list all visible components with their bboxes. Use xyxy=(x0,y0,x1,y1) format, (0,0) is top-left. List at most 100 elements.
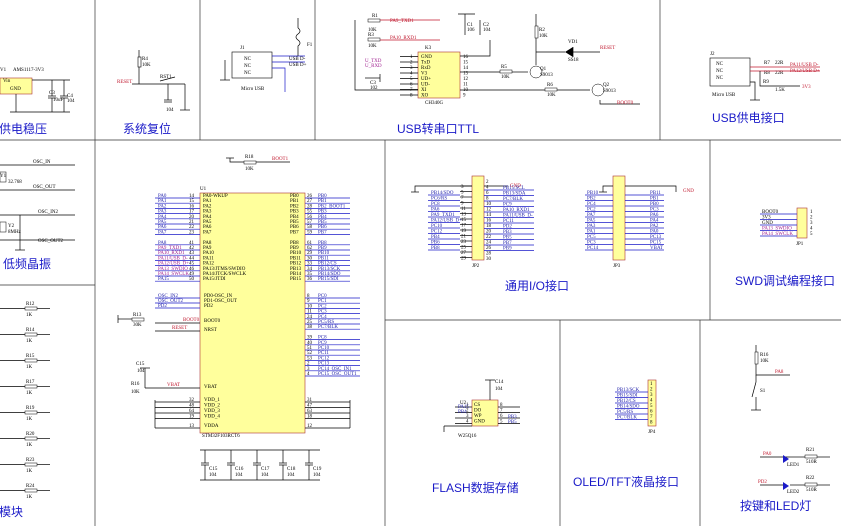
cap-value-2: 104 xyxy=(261,473,269,478)
module-res-5: R20 xyxy=(26,432,35,437)
regulator-gnd: GND xyxy=(10,87,21,92)
ch340-pin-5: UD- xyxy=(421,83,430,88)
mcu-lpin-12: PA11 xyxy=(203,256,214,261)
r5-label: R5 xyxy=(501,65,507,70)
mcu-lnum-4: 20 xyxy=(189,215,195,220)
jp2-lnum-4: 11 xyxy=(461,207,466,212)
mcu-pcnum-8: 39 xyxy=(307,336,313,341)
module-resistor-0 xyxy=(24,306,38,311)
boot1-net: BOOT1 xyxy=(272,157,289,162)
mcu-lnet-3: PA3 xyxy=(158,210,167,215)
s1-label: S1 xyxy=(760,389,766,394)
cap-label-1: C16 xyxy=(235,467,244,472)
swd-num-2: 3 xyxy=(810,221,813,226)
jp2-gnd: GND xyxy=(510,184,521,189)
module-resistor-4 xyxy=(24,410,38,415)
u-rxd-net: U_RXD xyxy=(365,64,382,69)
jp2-lnet-3: PA6 xyxy=(431,208,440,213)
mcu-pcnet-1: PC1 xyxy=(318,299,327,304)
mcu-vssnum-1: 47 xyxy=(307,404,313,409)
key-r16-label: R16 xyxy=(760,353,769,358)
ch340-pin-rnum-5: 11 xyxy=(463,83,468,88)
y1-label: Y1 xyxy=(0,174,7,179)
flash-lnet-0: PA15 xyxy=(458,405,469,410)
mcu-rnet-2: PB2_BOOT1 xyxy=(318,204,346,209)
mcu-rpin-15: PB14 xyxy=(290,272,302,277)
jp2-rnum-3: 8 xyxy=(486,197,489,202)
mcu-rnum-6: 58 xyxy=(307,225,313,230)
mcu-pcnet-5: PC5/RS xyxy=(318,320,334,325)
module-res-val-7: 1K xyxy=(26,495,33,500)
mcu-rnet-14: PB13/SCK xyxy=(318,267,341,272)
usb2-3v3-net: 3V3 xyxy=(802,85,811,90)
mcu-chip xyxy=(199,192,306,434)
mcu-rnum-14: 34 xyxy=(307,267,313,272)
swd-net-3: PA13_SWDIO xyxy=(762,227,792,232)
r4-resistor xyxy=(137,56,142,68)
mcu-pcnum-13: 2 xyxy=(307,362,310,367)
mcu-rpin-4: PB4 xyxy=(290,215,299,220)
c15-value: 104 xyxy=(137,369,145,374)
switch-s1[interactable] xyxy=(751,381,757,398)
usb2-connector xyxy=(709,57,751,87)
r9-value: 1.5K xyxy=(775,88,785,93)
mcu-vdd-0: VDD_1 xyxy=(204,398,220,403)
mcu-lnet-11: PA10_RXD1 xyxy=(158,251,185,256)
usb1-dp: USB D+ xyxy=(289,63,307,68)
usb2-name: Micro USB xyxy=(712,93,736,98)
ch340-pin-7: XO xyxy=(421,94,429,99)
mcu-lnet-12: PA11/USB_D- xyxy=(158,256,188,261)
c2-label: C2 xyxy=(483,23,489,28)
ch340-c3-value: 102 xyxy=(370,86,378,91)
reset-cap-value: 104 xyxy=(166,108,174,113)
usb2-ref: J2 xyxy=(710,52,715,57)
mcu-name: STM32F103RCT6 xyxy=(202,434,240,439)
swd-ref: JP1 xyxy=(796,242,804,247)
mcu-lpin-7: PA7 xyxy=(203,230,212,235)
mcu-lpin-16: PA15/JTDI xyxy=(203,277,226,282)
mcu-rnum-3: 55 xyxy=(307,210,313,215)
ch340-pin-4: UD+ xyxy=(421,77,431,82)
swd-num-1: 2 xyxy=(810,216,813,221)
mcu-rpin-7: PB7 xyxy=(290,230,299,235)
flash-name: W25Q16 xyxy=(458,434,477,439)
u-txd-net: U_TXD xyxy=(365,59,382,64)
vd1-label: VD1 xyxy=(568,40,578,45)
ch340-pin-3: V3 xyxy=(421,72,428,77)
mcu-nrst-pin: NRST xyxy=(204,328,217,333)
ch340-pin-1: TxD xyxy=(421,61,431,66)
reset-net-label: RESET xyxy=(117,80,132,85)
mcu-pcnet-4: PC4 xyxy=(318,315,327,320)
oled-num-6: 7 xyxy=(650,415,653,420)
mcu-lnet-9: PA8 xyxy=(158,241,167,246)
cap-label-4: C19 xyxy=(313,467,322,472)
r6-label: R6 xyxy=(547,83,553,88)
cap-value-0: 104 xyxy=(209,473,217,478)
mcu-pcnum-2: 10 xyxy=(307,304,313,309)
oled-net-2: PB12/CS xyxy=(617,399,636,404)
mcu-pcnum-5: 25 xyxy=(307,320,313,325)
mcu-rnet-3: PB3 xyxy=(318,210,327,215)
mcu-rnum-4: 56 xyxy=(307,215,313,220)
mcu-ref: U1 xyxy=(200,187,207,192)
mcu-rnet-9: PB8 xyxy=(318,241,327,246)
mcu-pcnet-12: PC12 xyxy=(318,356,330,361)
mcu-rnet-12: PB11 xyxy=(318,256,329,261)
mcu-lpin-2: PA2 xyxy=(203,204,212,209)
jp2-lnum-7: 17 xyxy=(461,224,467,229)
mcu-rnum-16: 36 xyxy=(307,277,313,282)
mcu-rnum-9: 61 xyxy=(307,241,313,246)
mcu-lnet-10: PA9_TXD1 xyxy=(158,246,182,251)
mcu-vssnum-4: 12 xyxy=(307,424,313,429)
jp3-lnet-3: PC2 xyxy=(587,208,596,213)
usb2-dp-net: PA12/USB D+ xyxy=(790,69,820,74)
mcu-vdd-4: VDDA xyxy=(204,424,219,429)
jp2-ref: JP2 xyxy=(472,264,480,269)
led1-label: LED1 xyxy=(787,463,800,468)
jp2-rnet-1: PB13/SDA xyxy=(503,192,526,197)
jp2-rnet-0: PB15/SCL xyxy=(503,186,525,191)
